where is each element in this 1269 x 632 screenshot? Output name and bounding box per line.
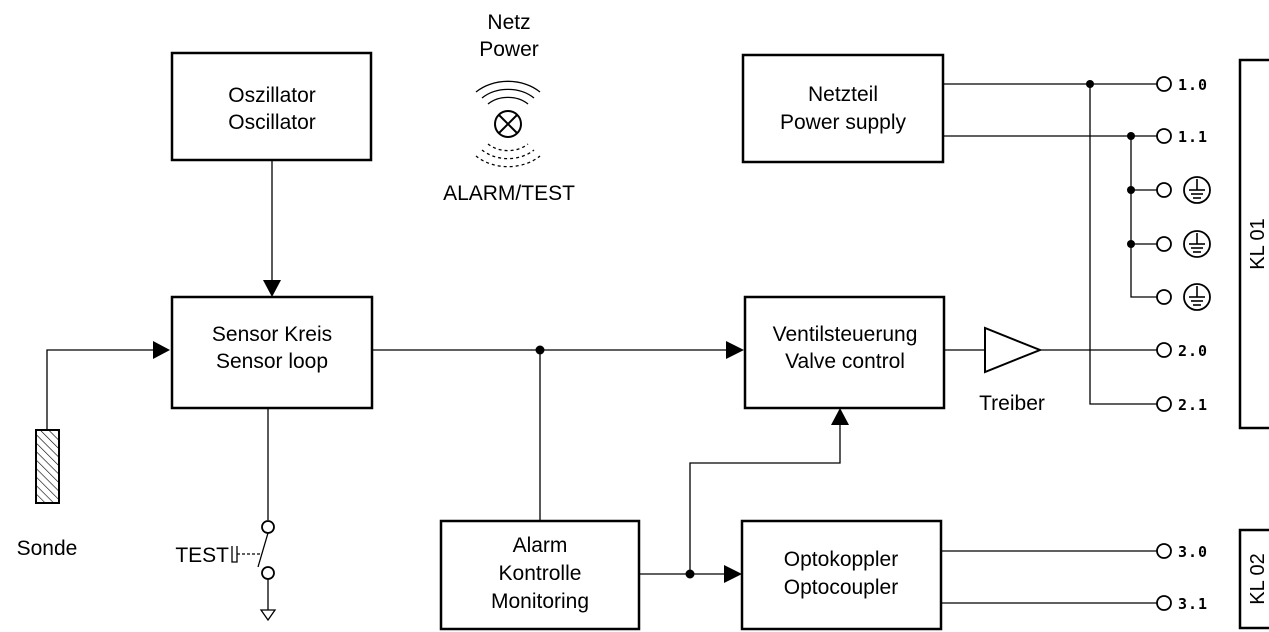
kl02-box	[1238, 528, 1269, 630]
lamp-label-en: Power	[479, 38, 539, 61]
probe-label: Sonde	[17, 537, 78, 560]
probe-icon	[35, 429, 60, 504]
terminal-label-3-0: 3.0	[1178, 543, 1208, 561]
terminal-2-0	[1156, 342, 1172, 358]
terminal-ground-2	[1156, 236, 1172, 252]
oscillator-label-de: Oszillator	[228, 84, 316, 107]
lamp-label-status: ALARM/TEST	[443, 182, 575, 205]
wire-ground-bus	[1130, 136, 1157, 298]
driver-label: Treiber	[979, 392, 1045, 415]
block-oscillator: Oszillator Oscillator	[170, 51, 373, 162]
arrow-osc-sensor	[263, 280, 281, 297]
block-valve-control: Ventilsteuerung Valve control	[743, 295, 946, 410]
valve-box	[743, 295, 946, 410]
kl01-label: KL 01	[1247, 218, 1269, 270]
terminal-3-0	[1156, 543, 1172, 559]
alarm-label-1: Alarm	[513, 534, 568, 557]
alarm-label-2: Kontrolle	[499, 562, 582, 585]
block-alarm-monitoring: Alarm Kontrolle Monitoring	[439, 519, 641, 631]
kl01-box	[1238, 58, 1269, 430]
switch-contact-top	[261, 520, 275, 534]
driver: Treiber	[979, 326, 1045, 415]
wires	[46, 80, 1157, 604]
terminal-3-1	[1156, 595, 1172, 611]
terminal-label-2-1: 2.1	[1178, 396, 1208, 414]
terminal-ground-1	[1156, 182, 1172, 198]
terminal-2-1	[1156, 396, 1172, 412]
block-optocoupler: Optokoppler Optocoupler	[740, 519, 943, 631]
earth-ground-icon	[1183, 230, 1211, 258]
power-supply-label-en: Power supply	[780, 111, 907, 134]
block-sensor-loop: Sensor Kreis Sensor loop	[170, 295, 374, 410]
terminal-1-0	[1156, 76, 1172, 92]
ground-arrow-icon	[259, 609, 277, 622]
indicator-lamp: Netz Power ALARM/TEST	[443, 11, 575, 205]
terminal-block-kl01: KL 01	[1238, 58, 1269, 430]
arrow-alarm-opto	[724, 565, 742, 583]
test-label: TEST	[175, 544, 229, 567]
terminal-label-3-1: 3.1	[1178, 595, 1208, 613]
terminal-label-2-0: 2.0	[1178, 342, 1208, 360]
switch-contact-bottom	[261, 566, 275, 580]
test-switch: TEST	[175, 520, 277, 622]
oscillator-label-en: Oscillator	[228, 111, 316, 134]
wire-ps-2-1	[1089, 84, 1157, 405]
lamp-icon	[475, 80, 541, 168]
optocoupler-box	[740, 519, 943, 631]
valve-label-de: Ventilsteuerung	[773, 323, 918, 346]
wire-alarm-valve	[689, 424, 841, 574]
terminal-block-kl02: KL 02	[1238, 528, 1269, 630]
terminal-label-1-0: 1.0	[1178, 76, 1208, 94]
sensor-label-de: Sensor Kreis	[212, 323, 332, 346]
switch-blade	[257, 532, 269, 568]
optocoupler-label-de: Optokoppler	[784, 548, 898, 571]
alarm-box	[439, 519, 641, 631]
optocoupler-label-en: Optocoupler	[784, 576, 898, 599]
valve-label-en: Valve control	[785, 350, 905, 373]
driver-triangle-icon	[984, 326, 1043, 374]
switch-pushbutton-icon	[231, 546, 238, 563]
terminal-label-1-1: 1.1	[1178, 128, 1208, 146]
oscillator-box	[170, 51, 373, 162]
arrow-alarm-valve	[831, 408, 849, 425]
earth-ground-icon	[1183, 283, 1211, 311]
arrow-sensor-valve	[726, 341, 744, 359]
probe: Sonde	[17, 429, 78, 560]
power-supply-label-de: Netzteil	[808, 83, 878, 106]
junction-dot	[1127, 132, 1135, 140]
sensor-box	[170, 295, 374, 410]
power-supply-box	[741, 53, 945, 164]
arrow-probe-sensor	[153, 341, 170, 359]
wire-probe-sensor	[46, 349, 155, 430]
sensor-label-en: Sensor loop	[216, 350, 328, 373]
terminal-ground-3	[1156, 289, 1172, 305]
terminals: 1.0 1.1 2.0 2.1	[1156, 76, 1211, 613]
lamp-label-de: Netz	[487, 11, 530, 34]
alarm-label-3: Monitoring	[491, 590, 589, 613]
kl02-label: KL 02	[1247, 553, 1269, 605]
block-power-supply: Netzteil Power supply	[741, 53, 945, 164]
terminal-1-1	[1156, 128, 1172, 144]
earth-ground-icon	[1183, 176, 1211, 204]
